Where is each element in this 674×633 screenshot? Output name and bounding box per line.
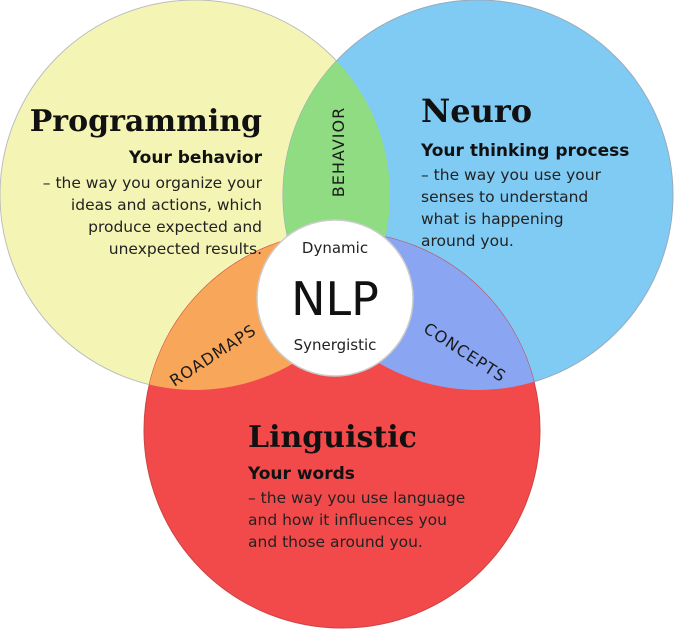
linguistic-line-1: – the way you use language bbox=[248, 489, 465, 507]
linguistic-title: Linguistic bbox=[248, 420, 417, 455]
linguistic-subtitle: Your words bbox=[247, 464, 355, 484]
programming-line-4: unexpected results. bbox=[109, 240, 262, 258]
programming-subtitle: Your behavior bbox=[128, 148, 263, 168]
programming-title: Programming bbox=[30, 104, 262, 139]
linguistic-line-2: and how it influences you bbox=[248, 511, 447, 529]
roadmaps-overlap bbox=[144, 232, 390, 390]
behavior-label: BEHAVIOR bbox=[329, 107, 348, 197]
nlp-center-circle bbox=[256, 219, 414, 377]
neuro-line-1: – the way you use your bbox=[421, 166, 602, 184]
neuro-line-2: senses to understand bbox=[421, 188, 588, 206]
programming-line-1: – the way you organize your bbox=[43, 174, 263, 192]
center-top-label: Dynamic bbox=[302, 239, 368, 257]
neuro-line-4: around you. bbox=[421, 232, 514, 250]
neuro-title: Neuro bbox=[421, 92, 532, 130]
linguistic-line-3: and those around you. bbox=[248, 533, 423, 551]
center-bottom-label: Synergistic bbox=[294, 336, 377, 354]
neuro-subtitle: Your thinking process bbox=[420, 141, 629, 161]
concepts-overlap bbox=[283, 232, 540, 390]
neuro-line-3: what is happening bbox=[421, 210, 564, 228]
programming-line-3: produce expected and bbox=[88, 218, 262, 236]
center-main-label: NLP bbox=[291, 272, 379, 326]
programming-line-2: ideas and actions, which bbox=[71, 196, 262, 214]
